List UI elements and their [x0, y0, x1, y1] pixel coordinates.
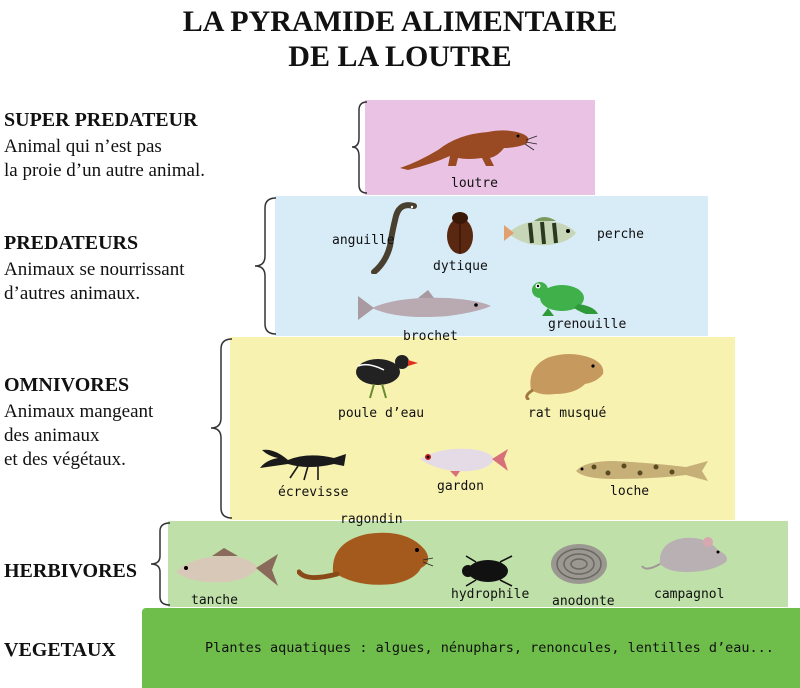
- pike-icon: [358, 290, 491, 320]
- animal-label-brochet: brochet: [403, 329, 458, 344]
- otter-icon: [400, 130, 538, 170]
- desc-line: d’autres animaux.: [4, 283, 141, 304]
- title-line-1: LA PYRAMIDE ALIMENTAIRE: [182, 5, 618, 38]
- level-desc-omnivores: Animaux mangeant des animaux et des végé…: [4, 400, 153, 472]
- band-predateurs: [275, 196, 708, 336]
- moorhen-icon: [356, 355, 418, 399]
- muskrat-icon: [525, 354, 604, 400]
- animal-label-gardon: gardon: [437, 479, 484, 494]
- tench-icon: [176, 548, 278, 586]
- level-head-herbivores: HERBIVORES: [4, 560, 137, 582]
- diving-beetle-icon: [447, 212, 473, 254]
- animal-label-tanche: tanche: [191, 593, 238, 608]
- animal-label-hydrophile: hydrophile: [451, 587, 530, 602]
- brace-herbivores: [150, 522, 171, 606]
- coypu-icon: [297, 532, 434, 585]
- crayfish-icon: [260, 449, 346, 481]
- animal-label-perche: perche: [597, 227, 644, 242]
- desc-line: Animal qui n’est pas: [4, 136, 162, 157]
- desc-line: des animaux: [4, 425, 100, 446]
- animal-label-rat-musque: rat musqué: [528, 406, 607, 421]
- page-title: LA PYRAMIDE ALIMENTAIRE DE LA LOUTRE: [0, 4, 800, 74]
- perch-icon: [504, 217, 576, 246]
- title-line-2: DE LA LOUTRE: [288, 40, 512, 73]
- vole-icon: [641, 537, 727, 572]
- animal-label-anodonte: anodonte: [552, 594, 615, 609]
- animal-label-loche: loche: [610, 484, 650, 499]
- level-head-omnivores: OMNIVORES: [4, 374, 130, 396]
- animal-label-dytique: dytique: [433, 259, 488, 274]
- brace-super: [351, 101, 368, 194]
- animal-label-grenouille: grenouille: [548, 317, 627, 332]
- vegetaux-text: Plantes aquatiques : algues, nénuphars, …: [205, 640, 774, 656]
- animal-label-loutre: loutre: [451, 176, 498, 191]
- band-vegetaux: [142, 608, 800, 688]
- mussel-icon: [551, 544, 607, 584]
- brace-omnivores: [210, 338, 233, 519]
- level-desc-predateurs: Animaux se nourrissant d’autres animaux.: [4, 258, 184, 306]
- frog-icon: [532, 282, 598, 316]
- level-head-vegetaux: VEGETAUX: [4, 639, 116, 661]
- level-desc-super-predateur: Animal qui n’est pas la proie d’un autre…: [4, 135, 205, 183]
- level-head-super-predateur: SUPER PREDATEUR: [4, 109, 198, 131]
- animal-label-ragondin: ragondin: [340, 512, 403, 527]
- water-beetle-icon: [462, 555, 513, 587]
- desc-line: Animaux se nourrissant: [4, 259, 185, 280]
- animal-label-anguille: anguille: [332, 233, 395, 248]
- band-omnivores: [230, 337, 735, 520]
- animal-label-ecrevisse: écrevisse: [278, 485, 349, 500]
- eel-icon: [371, 202, 417, 274]
- roach-fish-icon: [420, 448, 508, 477]
- desc-line: la proie d’un autre animal.: [4, 160, 206, 181]
- desc-line: Animaux mangeant: [4, 401, 154, 422]
- desc-line: et des végétaux.: [4, 449, 126, 470]
- loach-icon: [576, 461, 708, 481]
- brace-predateurs: [254, 197, 277, 335]
- level-head-predateurs: PREDATEURS: [4, 232, 139, 254]
- animal-label-campagnol: campagnol: [654, 587, 725, 602]
- animal-label-poule-d-eau: poule d’eau: [338, 406, 425, 421]
